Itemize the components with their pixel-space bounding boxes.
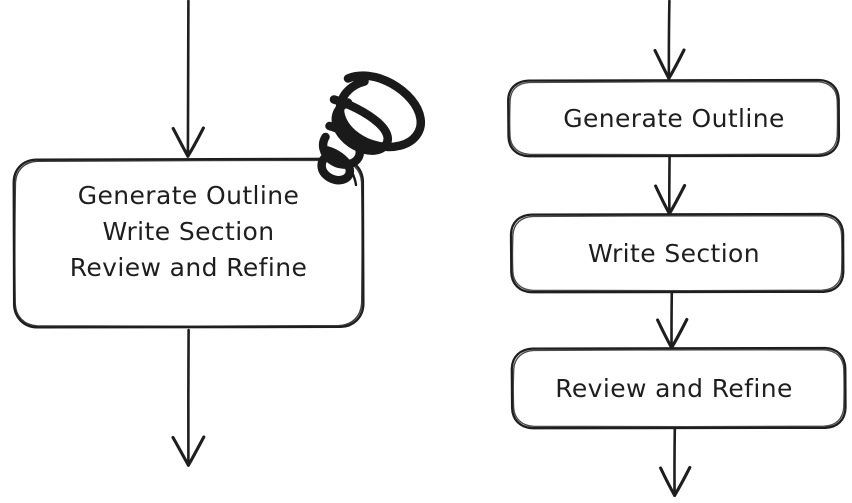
right-arrow-generate-to-write xyxy=(654,155,687,216)
right-arrow-write-to-review xyxy=(656,291,689,350)
right-sequential-node-group[interactable] xyxy=(507,0,847,497)
right-node-shape-review-and-refine[interactable] xyxy=(510,346,847,430)
left-merged-node-group[interactable] xyxy=(12,0,426,467)
scribble-annotation xyxy=(317,71,426,187)
merged-node-shape[interactable] xyxy=(12,157,365,329)
left-inbound-arrow xyxy=(171,0,205,158)
left-outbound-arrow xyxy=(171,328,206,467)
right-node-shape-generate-outline[interactable] xyxy=(507,78,841,158)
right-inbound-arrow xyxy=(653,0,686,80)
right-outbound-arrow xyxy=(659,427,692,497)
right-node-shape-write-section[interactable] xyxy=(509,212,845,294)
